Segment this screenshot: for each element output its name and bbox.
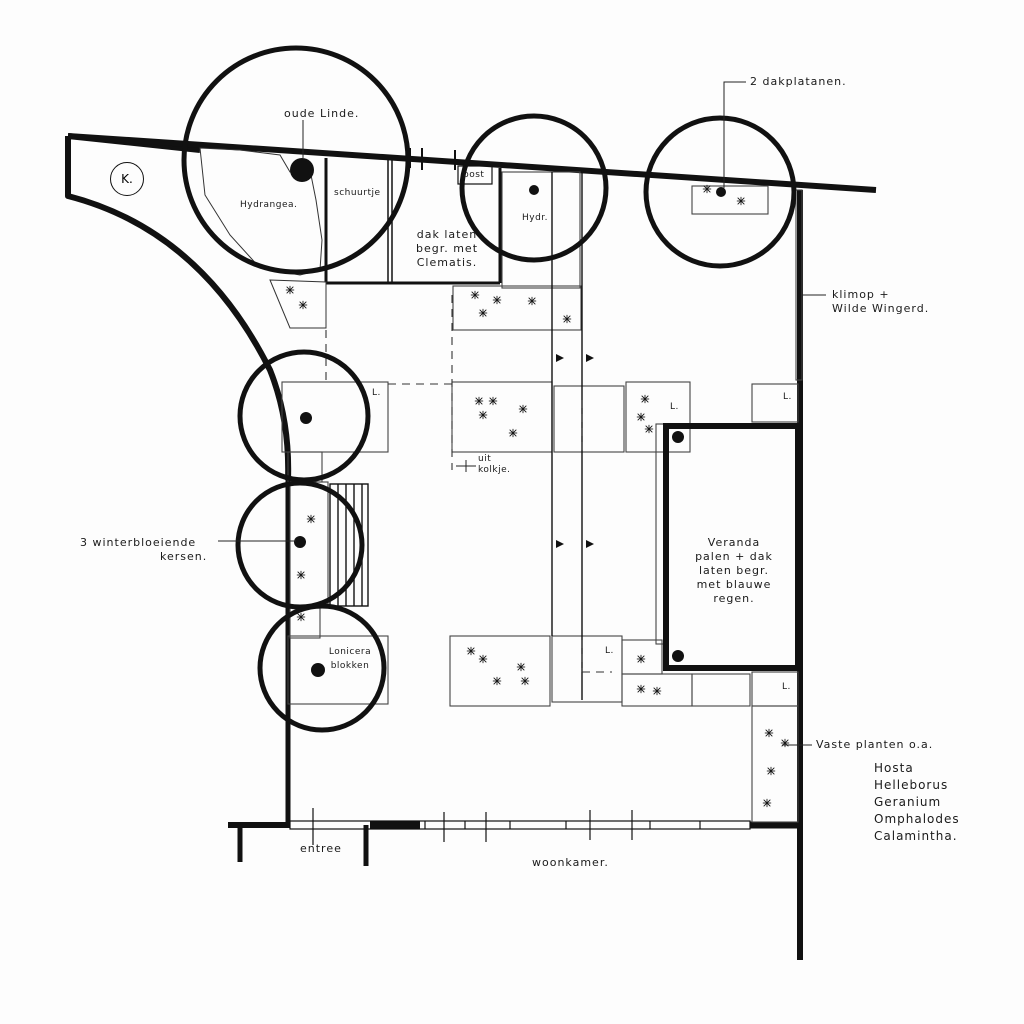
label-veranda-line-3: laten begr. xyxy=(698,564,770,577)
corner-marker-k: K. xyxy=(110,162,144,196)
label-post: post xyxy=(463,170,485,180)
label-lonicera: Lonicera blokken xyxy=(312,645,388,673)
label-woonkamer: woonkamer. xyxy=(532,856,609,869)
label-veranda: Veranda palen + dak laten begr. met blau… xyxy=(684,536,784,606)
label-lonicera-line-1: Lonicera xyxy=(328,647,372,657)
label-uit-kolkje: uit kolkje. xyxy=(478,454,511,476)
corner-plot-k xyxy=(65,133,292,481)
label-pergola-line-3: Clematis. xyxy=(416,256,478,269)
perennial-markers xyxy=(296,184,790,808)
hydrangea-bed xyxy=(199,147,323,276)
north-fence xyxy=(67,133,877,193)
label-pergola-line-1: dak laten xyxy=(416,228,478,241)
label-kersen-line-1: 3 winterbloeiende xyxy=(80,536,197,549)
label-entree: entree xyxy=(300,842,342,855)
label-lamp-2: L. xyxy=(372,388,381,398)
veranda xyxy=(663,423,801,671)
label-veranda-line-1: Veranda xyxy=(707,536,761,549)
perennial-item: Geranium xyxy=(874,795,942,809)
label-lamp-4: L. xyxy=(605,646,614,656)
label-klimop-line-2: Wilde Wingerd. xyxy=(832,302,930,315)
label-lamp-1: L. xyxy=(670,402,679,412)
perennial-item: Omphalodes xyxy=(874,812,960,826)
planting-beds xyxy=(281,171,803,823)
label-hydrangea: Hydrangea. xyxy=(240,200,298,210)
label-vaste-planten: Vaste planten o.a. xyxy=(816,738,934,751)
label-oude-linde: oude Linde. xyxy=(284,107,360,120)
label-lamp-3: L. xyxy=(783,392,792,402)
label-veranda-line-5: regen. xyxy=(713,592,755,605)
label-kersen: 3 winterbloeiende kersen. xyxy=(80,536,207,564)
label-lonicera-line-2: blokken xyxy=(330,661,370,671)
label-uit-kolkje-line-2: kolkje. xyxy=(478,465,511,475)
house-facade xyxy=(228,808,800,866)
label-kersen-line-2: kersen. xyxy=(160,550,208,563)
label-klimop: klimop + Wilde Wingerd. xyxy=(832,288,929,316)
perennial-item: Hosta xyxy=(874,761,914,775)
corner-marker-label: K. xyxy=(121,172,133,186)
label-schuurtje: schuurtje xyxy=(334,188,381,198)
perennial-item: Helleborus xyxy=(874,778,949,792)
label-pergola-line-2: begr. met xyxy=(415,242,479,255)
trees xyxy=(181,45,797,733)
perennial-list: Hosta Helleborus Geranium Omphalodes Cal… xyxy=(874,760,960,845)
label-hydr: Hydr. xyxy=(522,213,549,223)
label-veranda-line-2: palen + dak xyxy=(695,550,773,563)
label-veranda-line-4: met blauwe xyxy=(696,578,772,591)
perennial-item: Calamintha. xyxy=(874,829,958,843)
label-dakplatanen: 2 dakplatanen. xyxy=(750,75,847,88)
label-lamp-5: L. xyxy=(782,682,791,692)
label-uit-kolkje-line-1: uit xyxy=(478,454,492,464)
label-klimop-line-1: klimop + xyxy=(832,288,890,301)
label-pergola-clematis: dak laten begr. met Clematis. xyxy=(398,228,496,270)
